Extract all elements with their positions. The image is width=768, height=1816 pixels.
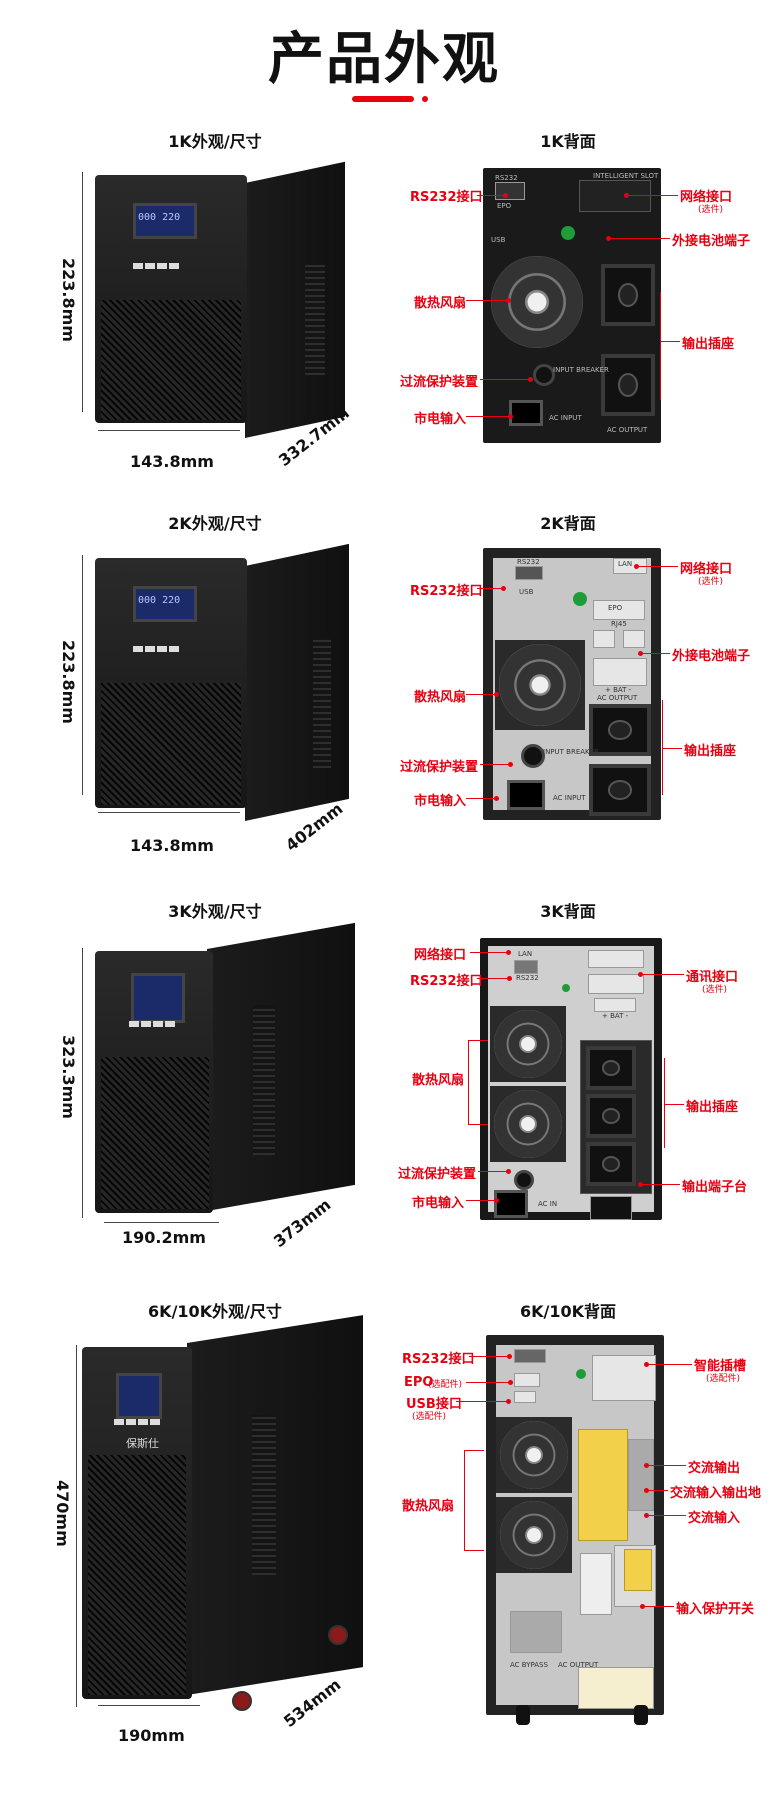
section-10k-front-title: 6K/10K外观/尺寸: [148, 1302, 282, 1321]
callout-ac-output: 交流输出: [688, 1461, 741, 1476]
callout-network-note: (选件): [698, 577, 724, 587]
dim-height-1k: 223.8mm: [59, 258, 78, 342]
callout-battery: 外接电池端子: [672, 234, 751, 249]
section-3k-front-title: 3K外观/尺寸: [168, 902, 262, 921]
callout-network-note: (选件): [698, 205, 724, 215]
ups-2k-front-image: 000 220: [95, 543, 350, 821]
callout-terminal: 输出端子台: [682, 1180, 748, 1195]
callout-output: 输出插座: [682, 337, 735, 352]
dim-height-2k: 223.8mm: [59, 640, 78, 724]
callout-smart-slot-note: (选配件): [706, 1374, 741, 1384]
section-3k-rear-title: 3K背面: [540, 902, 596, 921]
dim-height-10k: 470mm: [53, 1480, 72, 1547]
callout-epo-note: (选配件): [428, 1380, 463, 1390]
callout-mains-input: 市电输入: [414, 794, 467, 809]
callout-comms-note: (选件): [702, 985, 728, 995]
callout-usb: USB接口: [406, 1397, 462, 1412]
ups-1k-front-image: 000 220: [95, 161, 350, 439]
lcd-readout: 000 220: [138, 595, 181, 606]
callout-overcurrent: 过流保护装置: [400, 375, 479, 390]
dim-width-10k: 190mm: [118, 1726, 185, 1745]
dim-width-3k: 190.2mm: [122, 1228, 206, 1247]
callout-fan: 散热风扇: [412, 1073, 465, 1088]
callout-battery: 外接电池端子: [672, 649, 751, 664]
page-title: 产品外观: [268, 27, 500, 92]
dim-height-line: [82, 172, 83, 412]
title-underline-dot: [422, 96, 428, 102]
ups-10k-rear-image: AC BYPASS AC OUTPUT: [486, 1335, 664, 1725]
callout-output: 输出插座: [684, 744, 737, 759]
dim-width-line: [98, 430, 240, 431]
section-10k-rear-title: 6K/10K背面: [519, 1302, 617, 1321]
callout-rs232: RS232接口: [402, 1352, 475, 1367]
callout-rs232: RS232接口: [410, 190, 483, 205]
callout-mains-input: 市电输入: [414, 412, 467, 427]
callout-overcurrent: 过流保护装置: [398, 1167, 477, 1182]
dim-width-2k: 143.8mm: [130, 836, 214, 855]
brand-logo: 保斯仕: [126, 1437, 159, 1450]
callout-comms: 通讯接口: [686, 970, 739, 985]
ups-3k-rear-image: LAN RS232 + BAT - AC IN: [480, 938, 662, 1220]
callout-fan: 散热风扇: [414, 296, 467, 311]
section-1k-front-title: 1K外观/尺寸: [168, 132, 262, 151]
callout-overcurrent: 过流保护装置: [400, 760, 479, 775]
callout-ac-input: 交流输入: [688, 1511, 741, 1526]
lcd-readout: 000 220: [138, 212, 181, 223]
callout-smart-slot: 智能插槽: [694, 1359, 747, 1374]
title-underline: [352, 96, 414, 102]
callout-fan: 散热风扇: [414, 690, 467, 705]
ups-3k-front-image: [95, 922, 360, 1225]
callout-rs232: RS232接口: [410, 584, 483, 599]
callout-rs232: RS232接口: [410, 974, 483, 989]
callout-network: 网络接口: [680, 562, 733, 577]
ups-1k-rear-image: RS232 EPO INTELLIGENT SLOT USB INPUT BRE…: [483, 168, 661, 443]
dim-width-1k: 143.8mm: [130, 452, 214, 471]
callout-ac-io-ground: 交流输入输出地: [670, 1486, 762, 1501]
callout-network: 网络接口: [680, 190, 733, 205]
section-1k-rear-title: 1K背面: [540, 132, 596, 151]
dim-height-3k: 323.3mm: [59, 1035, 78, 1119]
callout-epo: EPO: [404, 1375, 434, 1390]
callout-network: 网络接口: [414, 948, 467, 963]
callout-input-protection: 输入保护开关: [676, 1602, 755, 1617]
section-2k-front-title: 2K外观/尺寸: [168, 514, 262, 533]
ups-2k-rear-image: RS232 USB LAN EPO RJ45 + BAT - AC OUTPUT…: [483, 548, 661, 820]
callout-output: 输出插座: [686, 1100, 739, 1115]
callout-mains-input: 市电输入: [412, 1196, 465, 1211]
section-2k-rear-title: 2K背面: [540, 514, 596, 533]
ups-10k-front-image: 保斯仕: [82, 1315, 367, 1715]
callout-usb-note: (选配件): [412, 1412, 447, 1422]
callout-fan: 散热风扇: [402, 1499, 455, 1514]
